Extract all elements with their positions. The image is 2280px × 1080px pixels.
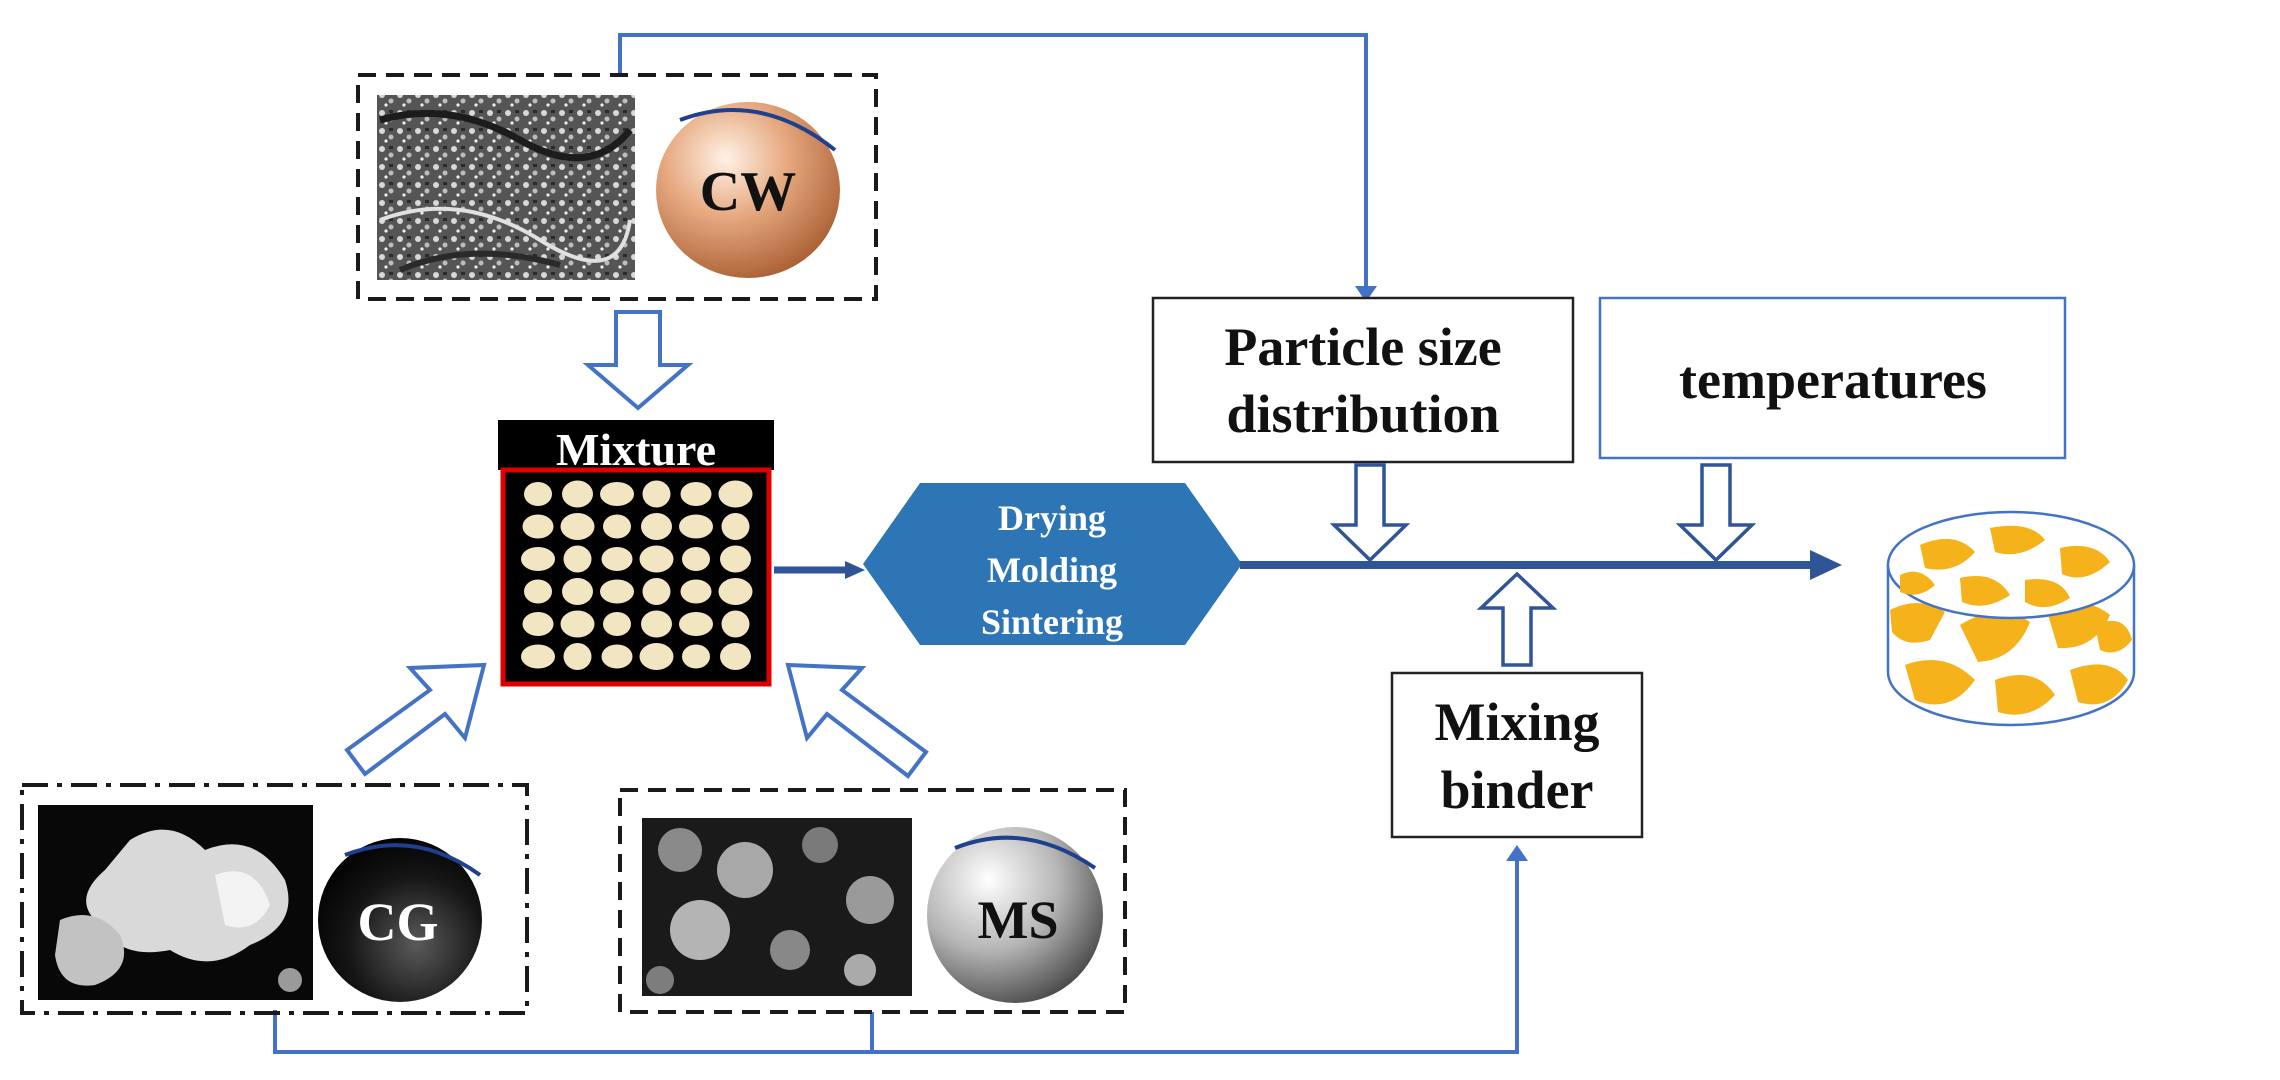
cw-to-particle-size-connector xyxy=(618,33,1377,302)
granule xyxy=(560,513,595,540)
granule xyxy=(521,547,555,571)
granule xyxy=(721,513,750,540)
cw-to-mixture-arrow xyxy=(582,310,694,411)
granule xyxy=(522,514,554,539)
temperatures-box: temperatures xyxy=(1598,296,2067,460)
granule xyxy=(679,514,713,539)
cw-sem-image xyxy=(377,95,635,280)
granule xyxy=(721,610,750,638)
sintered-product xyxy=(1886,510,2136,727)
granule xyxy=(680,579,712,604)
particle-size-label-line2: distribution xyxy=(1226,384,1499,444)
granule xyxy=(679,612,713,636)
granule xyxy=(601,547,633,571)
granule xyxy=(524,579,552,604)
cg-label: CG xyxy=(358,892,439,952)
granule xyxy=(718,480,753,508)
granule xyxy=(639,643,674,670)
ms-sem-image xyxy=(642,818,912,996)
mixture-granules xyxy=(521,480,753,670)
granule xyxy=(641,610,672,638)
granule xyxy=(603,612,631,636)
cw-sphere xyxy=(656,102,840,278)
granule xyxy=(562,578,593,605)
process-hexagon: Drying Molding Sintering xyxy=(863,483,1242,645)
granule xyxy=(600,579,634,604)
cw-source-box: CW xyxy=(356,73,878,301)
granule xyxy=(720,545,751,573)
binder-label-line2: binder xyxy=(1440,760,1593,820)
temperatures-label: temperatures xyxy=(1679,350,1987,410)
binder-label-line1: Mixing xyxy=(1434,692,1599,752)
granule xyxy=(563,545,592,573)
granule xyxy=(641,513,672,540)
granule xyxy=(639,545,674,573)
binder-box: Mixing binder xyxy=(1390,671,1644,839)
granule xyxy=(718,578,753,605)
particle-size-down-arrow xyxy=(1329,463,1411,563)
granule xyxy=(560,610,595,638)
ms-sphere xyxy=(927,827,1103,1003)
granule xyxy=(680,482,712,506)
mixture-label: Mixture xyxy=(556,424,716,475)
particle-size-box: Particle size distribution xyxy=(1151,296,1575,464)
cg-to-mixture-arrow xyxy=(344,662,487,777)
granule xyxy=(522,612,554,636)
granule xyxy=(600,482,634,506)
ms-label: MS xyxy=(978,890,1059,950)
cw-label: CW xyxy=(700,161,796,223)
ms-source-box: MS xyxy=(618,788,1127,1014)
ms-to-mixture-arrow xyxy=(785,662,929,779)
granule xyxy=(563,643,592,670)
temperatures-down-arrow xyxy=(1675,463,1757,563)
granule xyxy=(682,644,710,669)
mixture-block: Mixture xyxy=(498,420,774,687)
particle-size-label-line1: Particle size xyxy=(1224,317,1501,377)
granule xyxy=(642,480,671,508)
granule xyxy=(682,547,710,571)
granule xyxy=(524,482,552,506)
granule xyxy=(601,644,633,669)
granule xyxy=(720,643,751,670)
cg-sem-image xyxy=(38,805,313,1000)
cg-source-box: CG xyxy=(20,783,529,1015)
sources-to-binder-connector xyxy=(273,845,1528,1054)
process-step-sintering: Sintering xyxy=(981,602,1123,642)
binder-up-arrow xyxy=(1476,571,1558,667)
granule xyxy=(521,644,555,669)
granule xyxy=(603,514,631,539)
process-step-drying: Drying xyxy=(998,498,1106,538)
mixture-to-process-arrow xyxy=(774,561,865,579)
cg-sphere xyxy=(318,838,482,1002)
granule xyxy=(562,480,593,508)
granule xyxy=(642,578,671,605)
process-step-molding: Molding xyxy=(987,550,1117,590)
main-output-arrow xyxy=(1240,550,1842,580)
